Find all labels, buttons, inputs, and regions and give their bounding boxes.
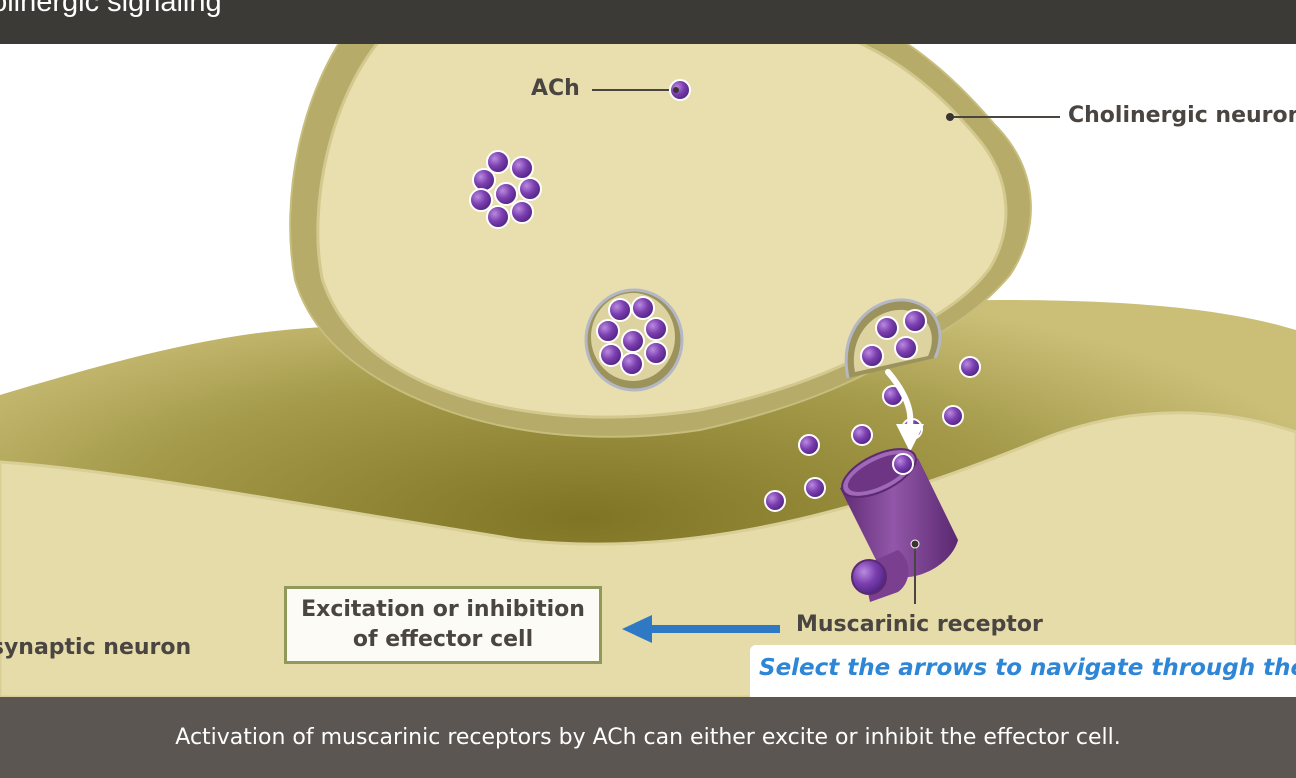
- page-title: Cholinergic signaling: [0, 0, 222, 18]
- caption-text: Activation of muscarinic receptors by AC…: [175, 725, 1121, 750]
- muscarinic-receptor-label: Muscarinic receptor: [796, 612, 1043, 637]
- title-bar: Cholinergic signaling: [0, 0, 1296, 44]
- release-arrow: [885, 369, 914, 428]
- navigation-hint-text: Select the arrows to navigate through th…: [759, 655, 1296, 681]
- fusing-vesicle: [844, 298, 942, 379]
- ach-vesicle-cluster: [469, 150, 542, 229]
- synaptic-vesicle: [584, 288, 684, 392]
- effector-cell-callout: Excitation or inhibition of effector cel…: [284, 586, 602, 664]
- ach-label: ACh: [531, 76, 580, 101]
- navigation-hint: Select the arrows to navigate through th…: [750, 645, 1296, 697]
- effect-line-2: of effector cell: [352, 627, 534, 652]
- caption-bar: Activation of muscarinic receptors by AC…: [0, 697, 1296, 778]
- effect-line-1: Excitation or inhibition: [301, 597, 585, 622]
- released-ach: [764, 356, 981, 512]
- muscarinic-receptor-shape: [840, 448, 958, 602]
- postsynaptic-neuron-label: Postsynaptic neuron: [0, 635, 192, 660]
- cholinergic-neuron-label: Cholinergic neuron: [1068, 103, 1296, 128]
